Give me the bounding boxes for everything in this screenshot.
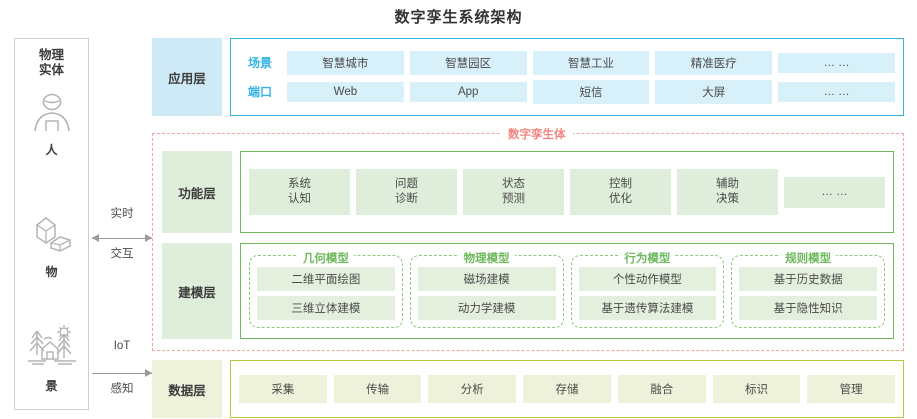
function-cell-line1: … … [821, 185, 848, 198]
data-cell[interactable]: 存储 [523, 375, 611, 403]
function-cell-line1: 控制 [609, 178, 632, 190]
model-group-geometry: 几何模型 二维平面绘图 三维立体建模 [249, 252, 403, 328]
data-cell[interactable]: 传输 [333, 375, 422, 403]
application-cell[interactable]: 精准医疗 [655, 50, 773, 75]
connector-label-sensing: 感知 [110, 383, 134, 395]
physical-entity-column: 物理 实体 人 [14, 38, 89, 410]
model-cell[interactable]: 个性动作模型 [578, 266, 717, 291]
landscape-icon [14, 325, 89, 374]
model-cell[interactable]: 基于隐性知识 [739, 295, 877, 320]
cube-icon [14, 211, 89, 260]
layer-body-data: 采集 传输 分析 存储 融合 标识 管理 [230, 360, 904, 418]
layer-modeling: 建模层 几何模型 二维平面绘图 三维立体建模 物理模型 磁场建模 动力学建模 [162, 243, 894, 339]
digital-twin-container: 数字孪生体 [152, 126, 904, 351]
page-title: 数字孪生系统架构 [394, 9, 523, 26]
model-cell[interactable]: 基于遗传算法建模 [578, 295, 717, 320]
application-cell[interactable]: 智慧城市 [287, 50, 404, 75]
function-cell[interactable]: 系统 认知 [249, 169, 350, 215]
model-group-title: 物理模型 [411, 249, 563, 267]
physical-item-label-person: 人 [45, 143, 58, 157]
connector-label-realtime: 实时 [110, 208, 134, 220]
layer-name-application: 应用层 [152, 38, 222, 116]
application-cell[interactable]: App [409, 81, 527, 102]
function-cell[interactable]: 控制 优化 [570, 169, 671, 215]
physical-item-person: 人 [14, 91, 89, 158]
layer-name-data: 数据层 [152, 360, 222, 418]
layer-name-modeling: 建模层 [162, 243, 232, 339]
application-cell[interactable]: 短信 [532, 79, 650, 104]
data-cell[interactable]: 管理 [807, 375, 896, 403]
layer-function: 功能层 系统 认知 问题 诊断 状态 预测 控制 优化 [162, 151, 894, 233]
layer-body-modeling: 几何模型 二维平面绘图 三维立体建模 物理模型 磁场建模 动力学建模 行为模型 [240, 243, 894, 339]
data-cell[interactable]: 分析 [428, 375, 517, 403]
connector-iot-sensing: IoT 感知 [92, 340, 152, 406]
model-group-title-text: 行为模型 [619, 252, 676, 265]
application-cell[interactable]: 智慧工业 [532, 50, 650, 75]
function-cell-line2: 优化 [609, 193, 632, 205]
physical-entity-title-line2: 实体 [38, 63, 64, 77]
model-cell[interactable]: 磁场建模 [417, 266, 556, 291]
function-cell[interactable]: 状态 预测 [463, 169, 564, 215]
model-group-title: 行为模型 [572, 249, 724, 267]
function-cell[interactable]: … … [784, 176, 885, 208]
application-cell[interactable]: 智慧园区 [409, 50, 527, 75]
model-cell[interactable]: 基于历史数据 [739, 266, 877, 291]
model-group-title: 几何模型 [250, 249, 402, 267]
physical-entity-title-line1: 物理 [38, 48, 64, 62]
function-cell-line2: 决策 [716, 193, 739, 205]
function-cell-line1: 问题 [395, 178, 418, 190]
connector-line-bidirectional [92, 238, 152, 239]
model-group-title: 规则模型 [732, 249, 884, 267]
data-cell[interactable]: 采集 [239, 375, 327, 403]
application-row-scenario: 场景 智慧城市 智慧园区 智慧工业 精准医疗 … … [239, 50, 895, 75]
function-cell-line2: 预测 [502, 193, 525, 205]
physical-item-label-scene: 景 [45, 379, 58, 393]
model-group-title-text: 物理模型 [458, 252, 515, 265]
data-cell[interactable]: 融合 [617, 375, 706, 403]
application-row-label-scenario: 场景 [247, 56, 272, 70]
layer-data: 数据层 采集 传输 分析 存储 融合 标识 管理 [152, 360, 904, 418]
model-group-title-text: 几何模型 [297, 252, 354, 265]
model-cell[interactable]: 三维立体建模 [257, 295, 395, 320]
physical-item-label-thing: 物 [45, 265, 58, 279]
data-cell[interactable]: 标识 [712, 375, 801, 403]
layer-body-function: 系统 认知 问题 诊断 状态 预测 控制 优化 辅助 决策 [240, 151, 894, 233]
model-group-physics: 物理模型 磁场建模 动力学建模 [409, 252, 564, 328]
connector-line-unidirectional [92, 373, 152, 374]
layer-name-function: 功能层 [162, 151, 232, 233]
physical-item-thing: 物 [14, 211, 89, 280]
application-row-port: 端口 Web App 短信 大屏 … … [239, 79, 895, 104]
function-cell-line2: 诊断 [395, 193, 418, 205]
model-cell[interactable]: 动力学建模 [417, 295, 556, 320]
application-cell[interactable]: … … [778, 81, 895, 102]
function-cell-line1: 辅助 [716, 178, 739, 190]
function-cell-line2: 认知 [288, 193, 311, 205]
function-cell-line1: 系统 [288, 178, 311, 190]
layer-stack: 数字孪生体 应用层 场景 智慧城市 智慧园区 智慧工业 精准医疗 … … 端口 … [152, 38, 904, 418]
arrow-right-icon [145, 234, 152, 242]
application-cell[interactable]: … … [778, 52, 895, 73]
application-row-label-port: 端口 [247, 85, 272, 99]
model-group-rules: 规则模型 基于历史数据 基于隐性知识 [731, 252, 885, 328]
model-group-title-text: 规则模型 [780, 252, 837, 265]
physical-item-scene: 景 [14, 325, 89, 394]
physical-entity-title: 物理 实体 [39, 48, 64, 78]
function-cell-line1: 状态 [502, 178, 525, 190]
application-cell[interactable]: 大屏 [655, 79, 773, 104]
application-cell[interactable]: Web [287, 81, 404, 102]
model-group-behavior: 行为模型 个性动作模型 基于遗传算法建模 [570, 252, 725, 328]
function-cell[interactable]: 辅助 决策 [677, 169, 778, 215]
connector-label-iot: IoT [113, 340, 131, 352]
model-cell[interactable]: 二维平面绘图 [257, 266, 395, 291]
layer-body-application: 场景 智慧城市 智慧园区 智慧工业 精准医疗 … … 端口 Web App 短信… [230, 38, 904, 116]
layer-application: 应用层 场景 智慧城市 智慧园区 智慧工业 精准医疗 … … 端口 Web Ap… [152, 38, 904, 116]
connector-realtime-interaction: 实时 交互 [92, 205, 152, 271]
function-cell[interactable]: 问题 诊断 [356, 169, 457, 215]
arrow-right-icon [145, 369, 152, 377]
connector-label-interaction: 交互 [110, 248, 134, 260]
digital-twin-label: 数字孪生体 [501, 126, 573, 142]
person-icon [14, 91, 89, 138]
arrow-left-icon [92, 234, 99, 242]
